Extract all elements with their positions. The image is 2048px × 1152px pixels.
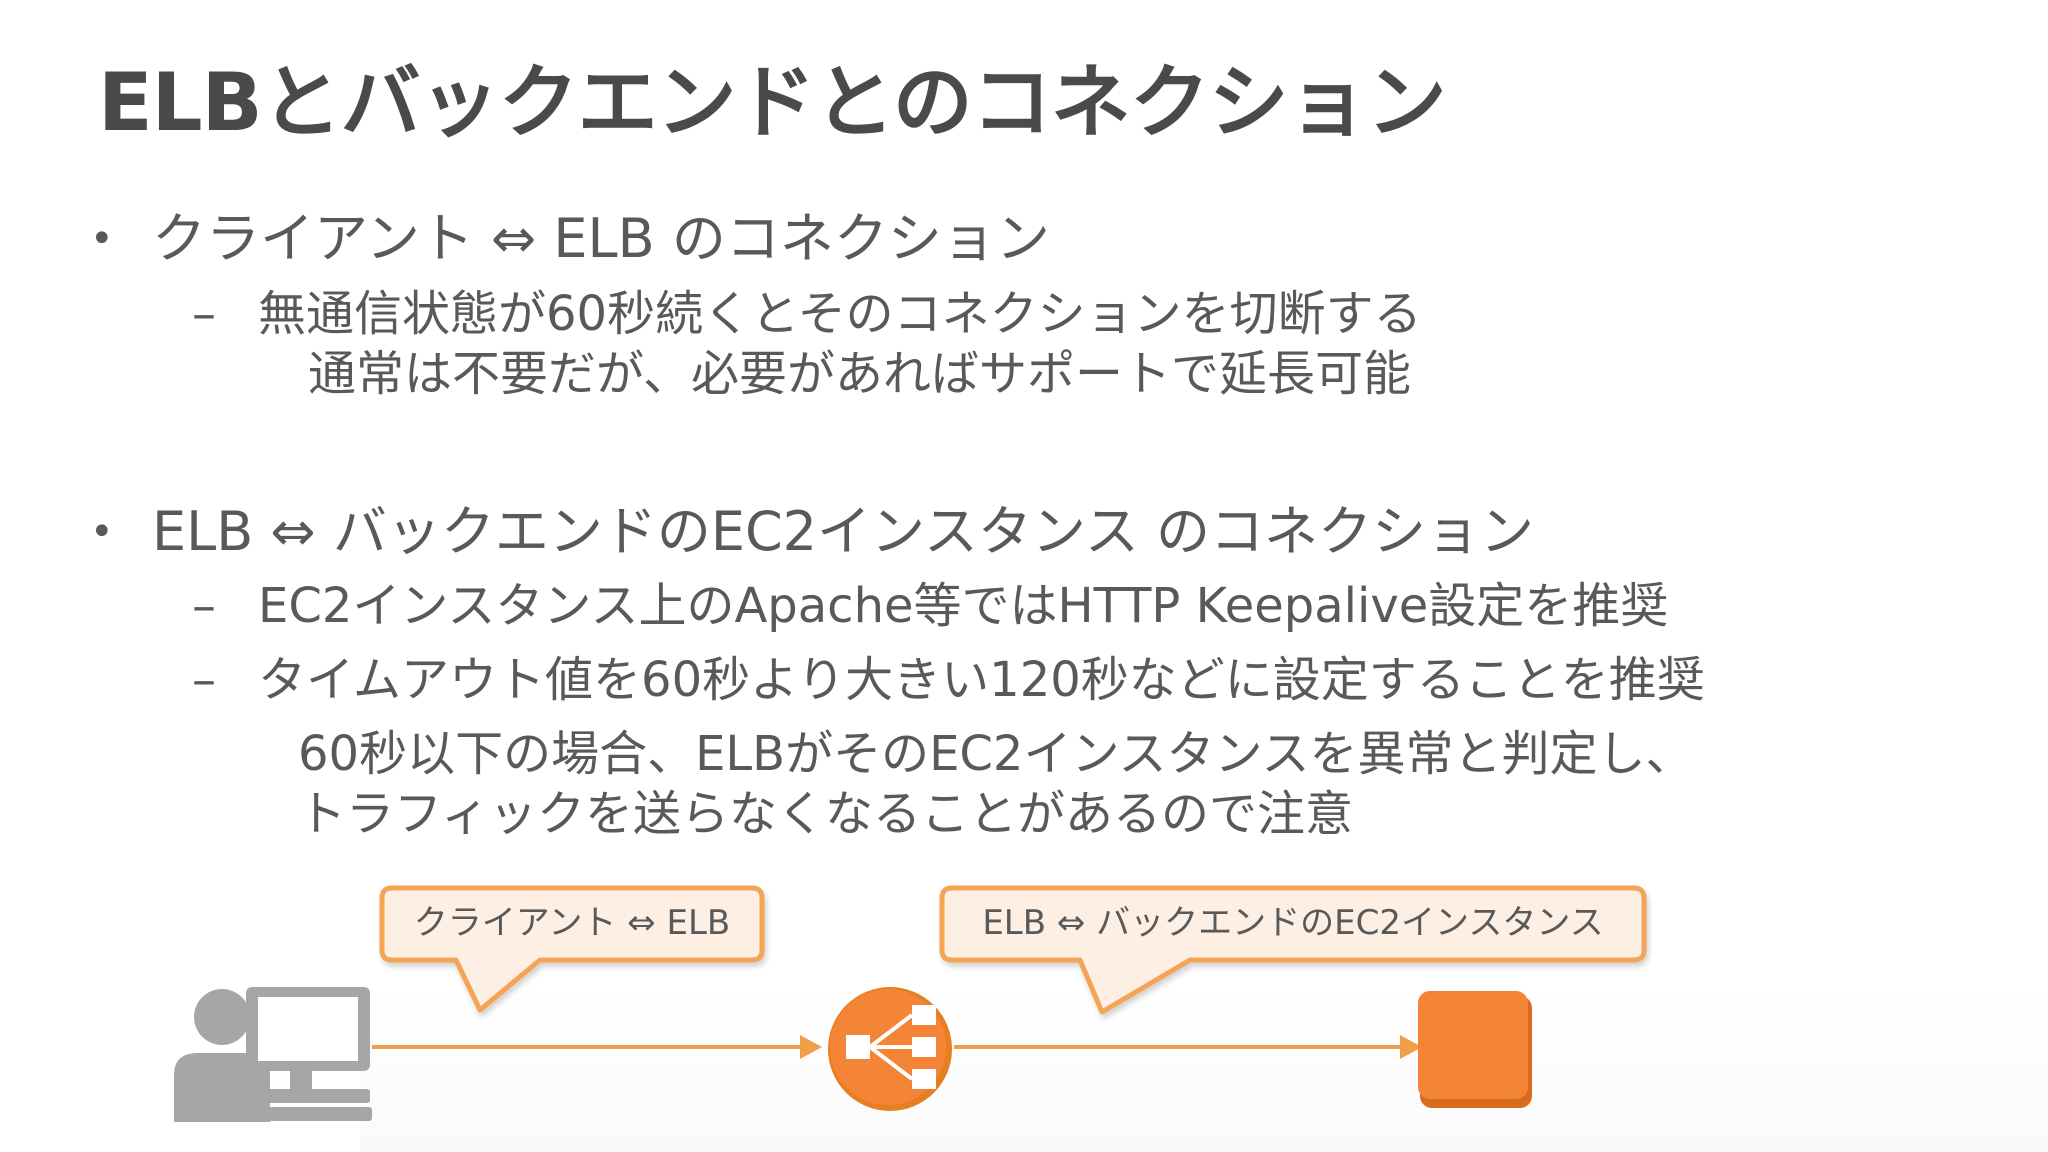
slide-title: ELBとバックエンドとのコネクション — [98, 56, 1447, 149]
bullet-text: ELB ⇔ バックエンドのEC2インスタンス のコネクション — [152, 500, 1535, 563]
client-computer-icon — [174, 987, 372, 1122]
callout-label-client-elb: クライアント ⇔ ELB — [413, 903, 731, 943]
sub-bullet-continuation: 60秒以下の場合、ELBがそのEC2インスタンスを異常と判定し、 — [298, 726, 1694, 782]
bullet-dot: • — [90, 509, 114, 555]
bullet-text: クライアント ⇔ ELB のコネクション — [152, 207, 1050, 270]
sub-bullet-dash: – — [192, 652, 216, 708]
sub-bullet-dash: – — [192, 578, 216, 634]
sub-bullet-text: EC2インスタンス上のApache等ではHTTP Keepalive設定を推奨 — [258, 578, 1669, 634]
sub-bullet-text: 無通信状態が60秒続くとそのコネクションを切断する — [258, 286, 1422, 342]
callout-label-elb-backend: ELB ⇔ バックエンドのEC2インスタンス — [982, 903, 1604, 943]
sub-bullet-continuation: トラフィックを送らなくなることがあるので注意 — [298, 786, 1354, 842]
diagram-background — [360, 980, 2048, 1152]
bullet-dot: • — [90, 216, 114, 262]
sub-bullet-continuation: 通常は不要だが、必要があればサポートで延長可能 — [308, 346, 1412, 402]
sub-bullet-text: タイムアウト値を60秒より大きい120秒などに設定することを推奨 — [258, 652, 1705, 708]
sub-bullet-dash: – — [192, 286, 216, 342]
